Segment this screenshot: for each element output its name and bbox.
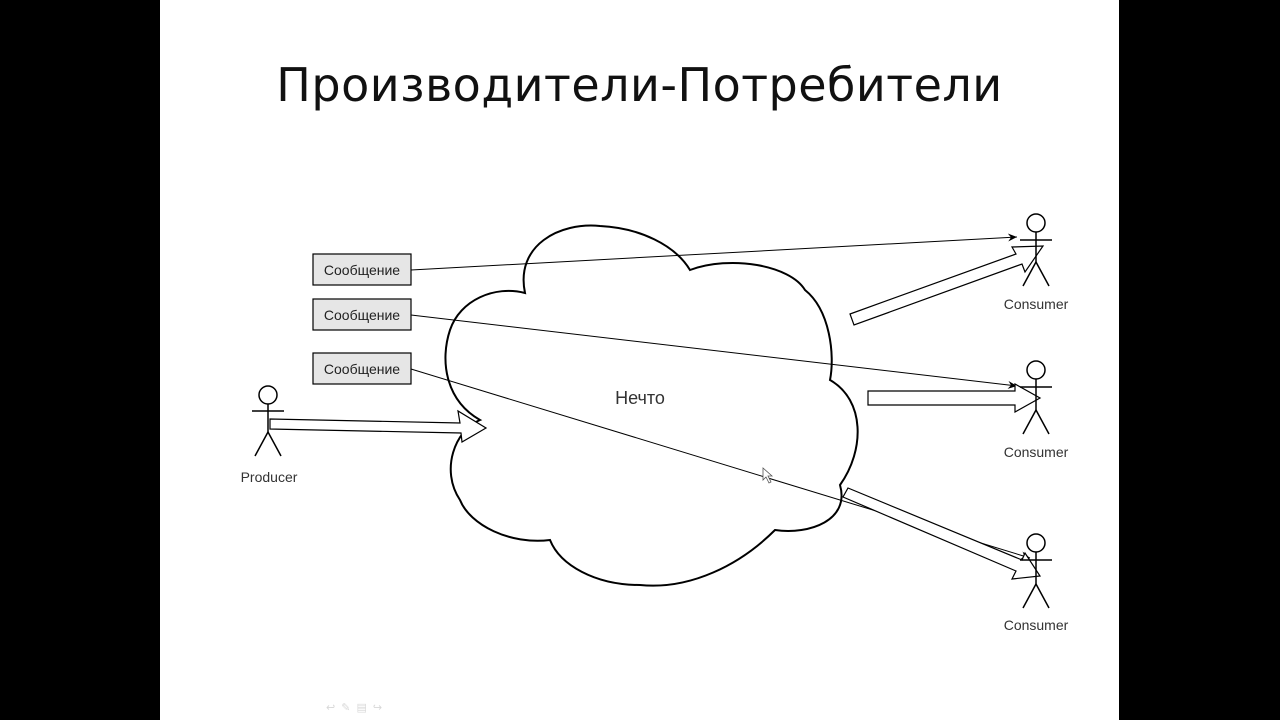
message-box-2[interactable]: Сообщение bbox=[312, 298, 412, 331]
consumer-1-label: Consumer bbox=[1004, 296, 1069, 312]
producer-leg-left bbox=[254, 431, 269, 457]
consumer-actor-2[interactable]: Consumer bbox=[1004, 360, 1069, 460]
consumer-2-label: Consumer bbox=[1004, 444, 1069, 460]
cloud-label: Нечто bbox=[615, 388, 665, 408]
producer-actor[interactable]: Producer bbox=[241, 385, 298, 485]
consumer-1-leg-left bbox=[1022, 261, 1037, 287]
message-line-1 bbox=[410, 233, 1018, 271]
message-box-2-label: Сообщение bbox=[324, 307, 400, 323]
consumer-1-leg-right bbox=[1035, 261, 1050, 287]
producer-label: Producer bbox=[241, 469, 298, 485]
forward-arrow-icon[interactable]: ↪ bbox=[372, 701, 389, 714]
consumer-2-leg-left bbox=[1022, 409, 1037, 435]
menu-icon[interactable]: ▤ bbox=[356, 701, 373, 714]
message-box-3-label: Сообщение bbox=[324, 361, 400, 377]
cloud-shape bbox=[444, 224, 859, 587]
consumer-3-head bbox=[1026, 533, 1046, 553]
message-box-3-rect bbox=[312, 352, 412, 385]
message-box-1[interactable]: Сообщение bbox=[312, 253, 412, 286]
consumer-2-leg-right bbox=[1035, 409, 1050, 435]
message-box-3[interactable]: Сообщение bbox=[312, 352, 412, 385]
consumer-1-head bbox=[1026, 213, 1046, 233]
consumer-block-arrow-1 bbox=[849, 245, 1045, 326]
slideshow-controls[interactable]: ↩✎▤↪ bbox=[326, 701, 388, 714]
pen-icon[interactable]: ✎ bbox=[341, 701, 357, 714]
consumer-2-head bbox=[1026, 360, 1046, 380]
producer-block-arrow bbox=[269, 409, 488, 443]
message-line-2 bbox=[410, 314, 1018, 389]
slide-title: Производители-Потребители bbox=[276, 58, 1003, 112]
message-box-1-rect bbox=[312, 253, 412, 286]
consumer-3-leg-left bbox=[1022, 583, 1037, 609]
producer-head bbox=[258, 385, 278, 405]
message-box-1-label: Сообщение bbox=[324, 262, 400, 278]
consumer-actor-3[interactable]: Consumer bbox=[1004, 533, 1069, 633]
message-box-2-rect bbox=[312, 298, 412, 331]
producer-leg-right bbox=[267, 431, 282, 457]
mouse-cursor-icon bbox=[762, 467, 774, 484]
consumer-3-leg-right bbox=[1035, 583, 1050, 609]
consumer-actor-1[interactable]: Consumer bbox=[1004, 213, 1069, 312]
consumer-block-arrow-3 bbox=[842, 487, 1042, 580]
back-arrow-icon[interactable]: ↩ bbox=[326, 701, 342, 714]
consumer-3-label: Consumer bbox=[1004, 617, 1069, 633]
consumer-block-arrow-2 bbox=[867, 382, 1042, 414]
